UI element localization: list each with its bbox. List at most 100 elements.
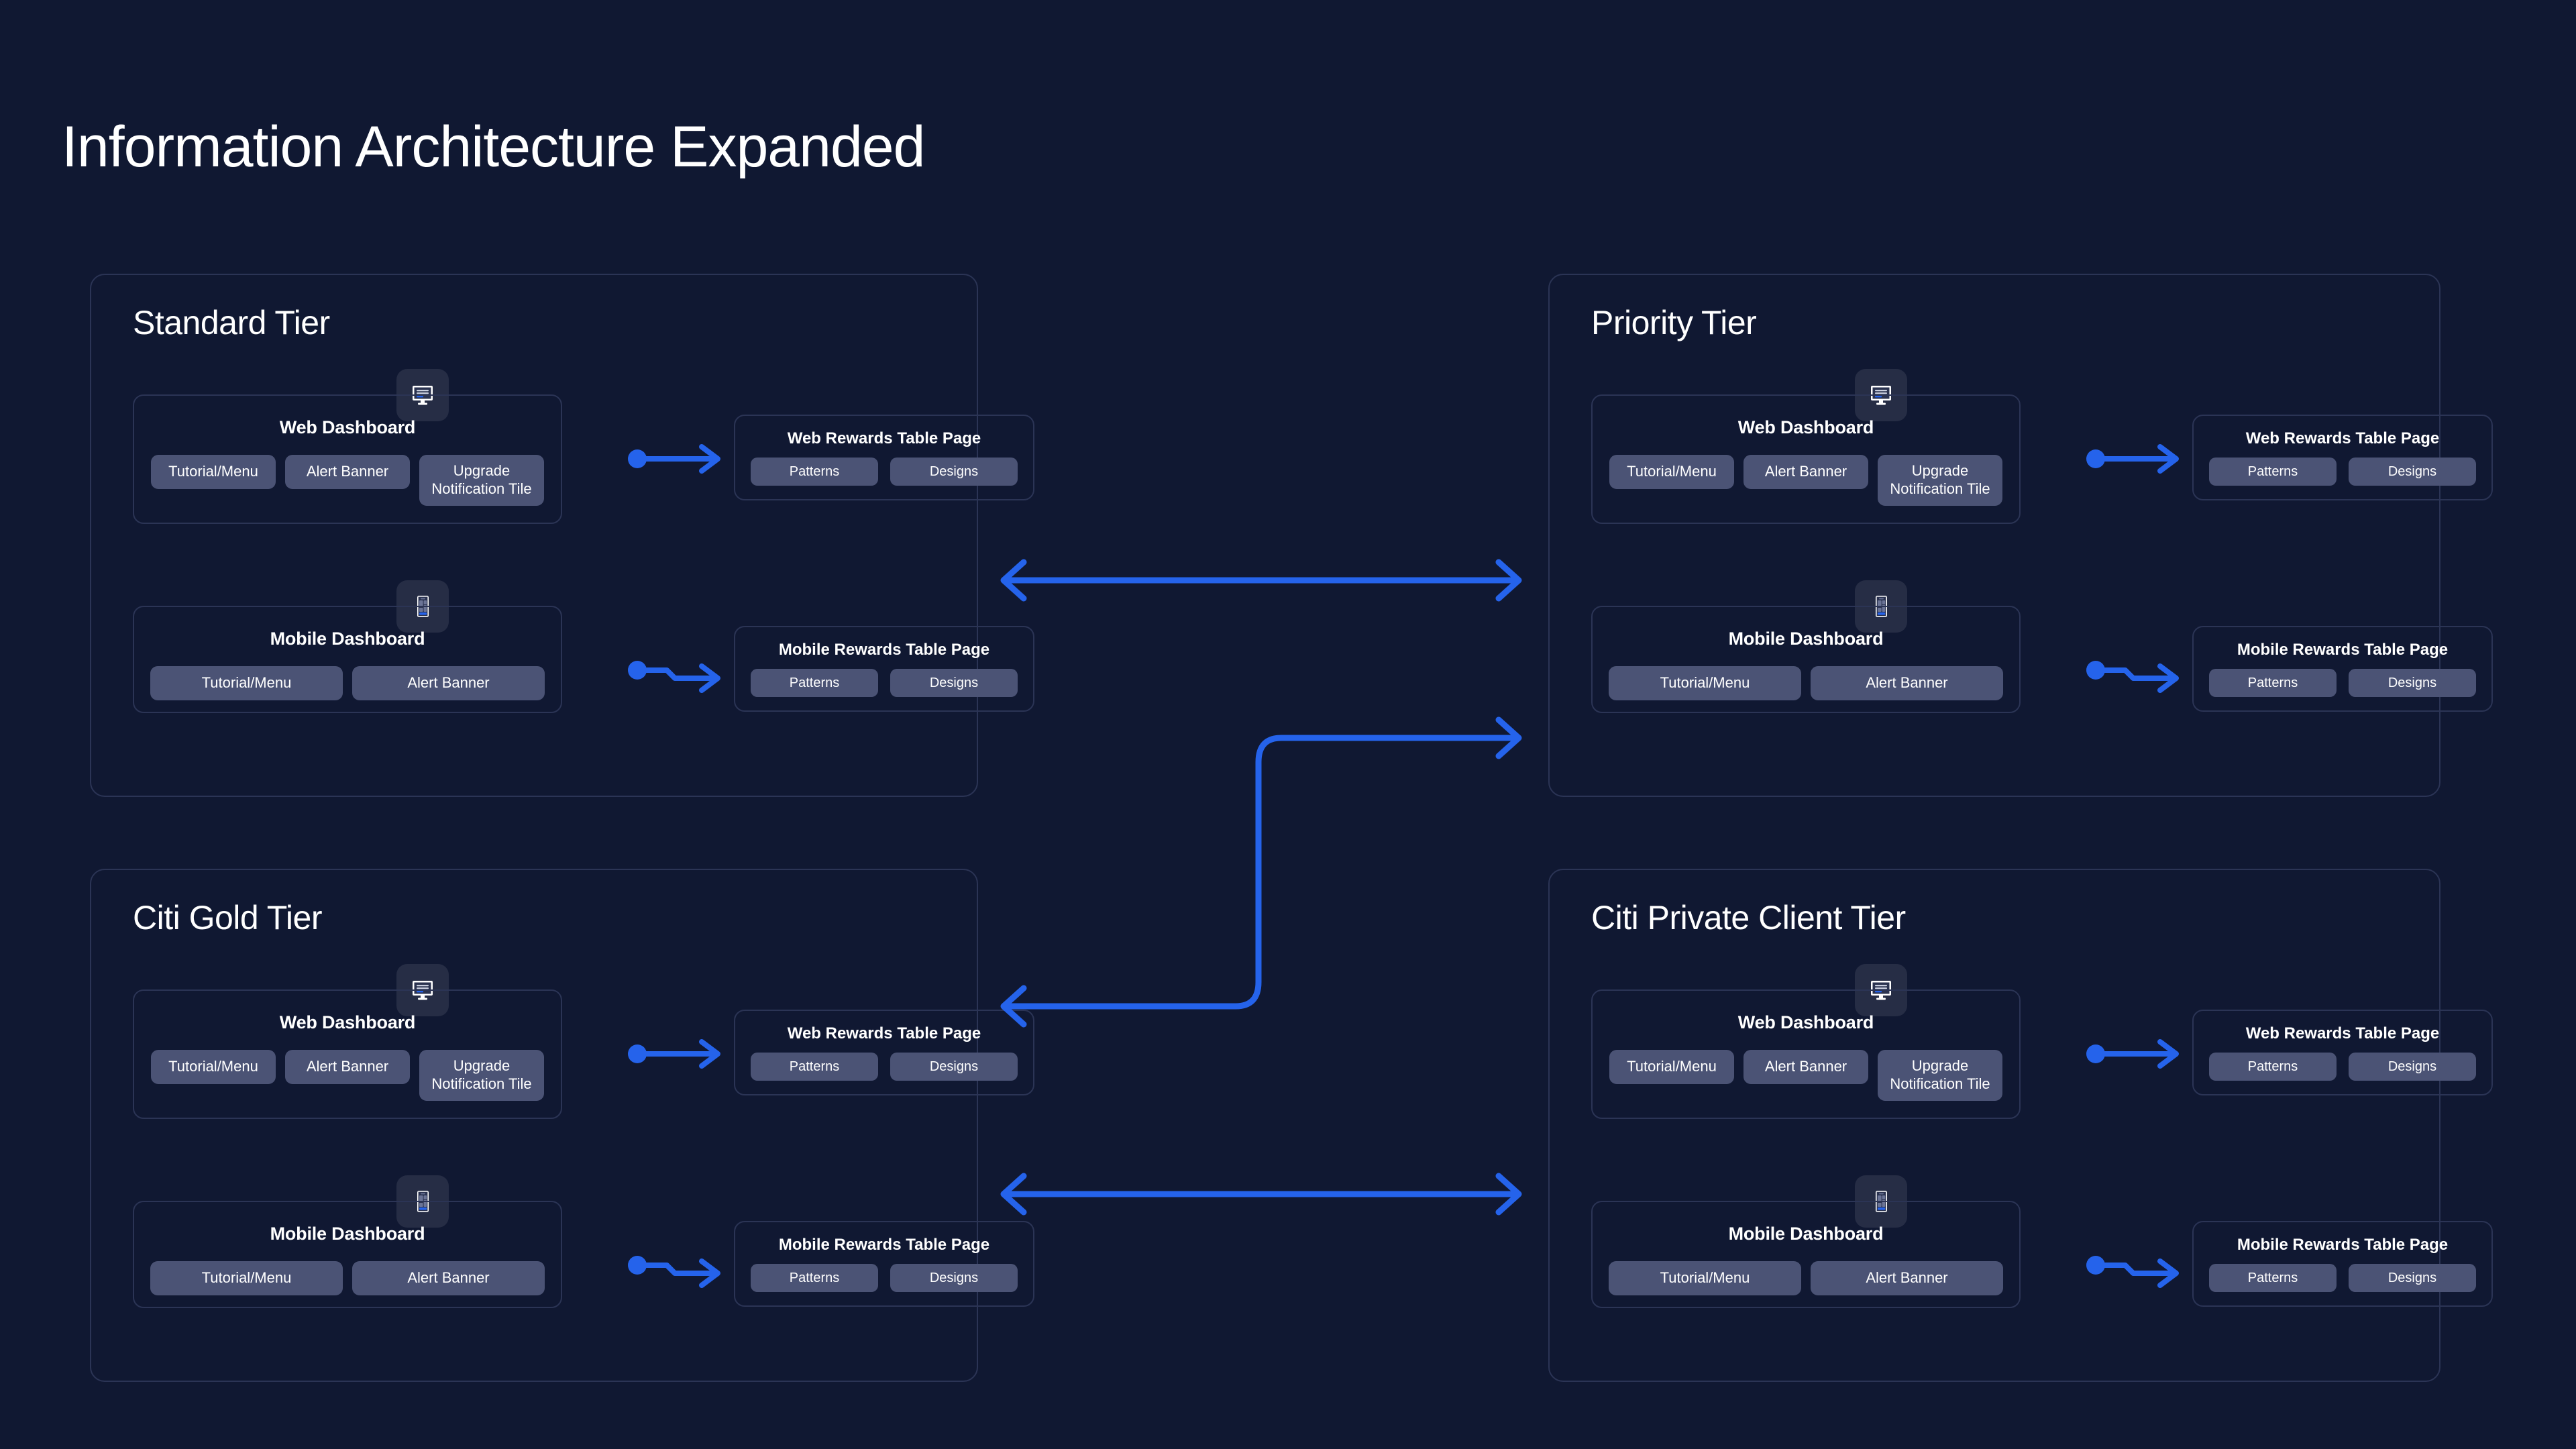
web-flow-arrow (2086, 1027, 2207, 1081)
web-dashboard-card: Web Dashboard Tutorial/Menu Alert Banner… (133, 394, 562, 524)
tier-title: Standard Tier (133, 304, 330, 341)
pill-alert-banner[interactable]: Alert Banner (352, 1261, 545, 1295)
card-heading: Web Dashboard (279, 417, 416, 437)
tier-panel-citi-private-client: Citi Private Client Tier Web Dashboard T… (1548, 869, 2493, 1382)
pill-upgrade-notification-tile[interactable]: Upgrade Notification Tile (1878, 455, 2002, 506)
card-heading: Web Dashboard (1737, 1012, 1874, 1032)
mobile-rewards-card: Mobile Rewards Table Page Patterns Desig… (2192, 626, 2493, 712)
mobile-dashboard-pills: Tutorial/Menu Alert Banner (150, 1261, 545, 1295)
pill-tutorial-menu[interactable]: Tutorial/Menu (150, 666, 343, 700)
pill-designs[interactable]: Designs (890, 1264, 1018, 1293)
pill-alert-banner[interactable]: Alert Banner (285, 1050, 410, 1084)
pill-patterns[interactable]: Patterns (751, 1053, 878, 1081)
pill-tutorial-menu[interactable]: Tutorial/Menu (151, 455, 276, 489)
pill-designs[interactable]: Designs (890, 458, 1018, 486)
pill-patterns[interactable]: Patterns (751, 1264, 878, 1293)
pill-patterns[interactable]: Patterns (2209, 1264, 2337, 1293)
pill-tutorial-menu[interactable]: Tutorial/Menu (1609, 666, 1801, 700)
card-heading: Mobile Dashboard (270, 629, 425, 649)
pill-designs[interactable]: Designs (2349, 1053, 2476, 1081)
web-dashboard-pills: Tutorial/Menu Alert Banner Upgrade Notif… (150, 1050, 545, 1101)
pill-tutorial-menu[interactable]: Tutorial/Menu (1609, 1261, 1801, 1295)
pill-alert-banner[interactable]: Alert Banner (1811, 1261, 2003, 1295)
web-dashboard-card: Web Dashboard Tutorial/Menu Alert Banner… (1591, 394, 2021, 524)
tier-title: Citi Private Client Tier (1591, 899, 1906, 936)
mobile-flow-arrow (2086, 1238, 2207, 1292)
rewards-heading: Web Rewards Table Page (787, 429, 981, 447)
rewards-heading: Mobile Rewards Table Page (778, 1236, 990, 1254)
connector-standard-priority (993, 550, 1529, 610)
web-rewards-card: Web Rewards Table Page Patterns Designs (2192, 415, 2493, 500)
mobile-dashboard-card: Mobile Dashboard Tutorial/Menu Alert Ban… (133, 606, 562, 713)
web-dashboard-pills: Tutorial/Menu Alert Banner Upgrade Notif… (1609, 1050, 2003, 1101)
pill-tutorial-menu[interactable]: Tutorial/Menu (151, 1050, 276, 1084)
tier-panel-citi-gold: Citi Gold Tier Web Dashboard Tutorial/Me… (90, 869, 1034, 1382)
mobile-rewards-pills: Patterns Designs (750, 669, 1018, 698)
mobile-dashboard-pills: Tutorial/Menu Alert Banner (1609, 1261, 2003, 1295)
card-heading: Mobile Dashboard (1728, 629, 1884, 649)
rewards-heading: Web Rewards Table Page (2245, 429, 2440, 447)
pill-alert-banner[interactable]: Alert Banner (285, 455, 410, 489)
web-rewards-pills: Patterns Designs (2208, 458, 2477, 486)
card-heading: Web Dashboard (1737, 417, 1874, 437)
web-dashboard-card: Web Dashboard Tutorial/Menu Alert Banner… (133, 989, 562, 1119)
pill-designs[interactable]: Designs (890, 669, 1018, 698)
rewards-heading: Mobile Rewards Table Page (778, 641, 990, 659)
mobile-dashboard-card: Mobile Dashboard Tutorial/Menu Alert Ban… (1591, 1201, 2021, 1308)
card-heading: Web Dashboard (279, 1012, 416, 1032)
mobile-flow-arrow (628, 643, 749, 697)
web-rewards-pills: Patterns Designs (750, 1053, 1018, 1081)
tier-title: Priority Tier (1591, 304, 1757, 341)
web-rewards-card: Web Rewards Table Page Patterns Designs (2192, 1010, 2493, 1095)
web-rewards-card: Web Rewards Table Page Patterns Designs (734, 1010, 1034, 1095)
web-flow-arrow (628, 432, 749, 486)
mobile-rewards-card: Mobile Rewards Table Page Patterns Desig… (734, 626, 1034, 712)
web-dashboard-pills: Tutorial/Menu Alert Banner Upgrade Notif… (1609, 455, 2003, 506)
mobile-rewards-pills: Patterns Designs (2208, 669, 2477, 698)
pill-alert-banner[interactable]: Alert Banner (352, 666, 545, 700)
pill-alert-banner[interactable]: Alert Banner (1811, 666, 2003, 700)
web-flow-arrow (2086, 432, 2207, 486)
pill-patterns[interactable]: Patterns (2209, 1053, 2337, 1081)
pill-designs[interactable]: Designs (2349, 669, 2476, 698)
mobile-rewards-pills: Patterns Designs (750, 1264, 1018, 1293)
pill-alert-banner[interactable]: Alert Banner (1743, 455, 1868, 489)
tier-panel-priority: Priority Tier Web Dashboard Tutorial/Men… (1548, 274, 2493, 797)
pill-designs[interactable]: Designs (2349, 458, 2476, 486)
rewards-heading: Web Rewards Table Page (787, 1024, 981, 1042)
mobile-rewards-card: Mobile Rewards Table Page Patterns Desig… (734, 1221, 1034, 1307)
pill-patterns[interactable]: Patterns (751, 458, 878, 486)
rewards-heading: Web Rewards Table Page (2245, 1024, 2440, 1042)
mobile-dashboard-pills: Tutorial/Menu Alert Banner (150, 666, 545, 700)
card-heading: Mobile Dashboard (1728, 1224, 1884, 1244)
web-dashboard-card: Web Dashboard Tutorial/Menu Alert Banner… (1591, 989, 2021, 1119)
pill-alert-banner[interactable]: Alert Banner (1743, 1050, 1868, 1084)
tier-panel-standard: Standard Tier Web Dashboard Tutorial/Men… (90, 274, 1034, 797)
web-dashboard-pills: Tutorial/Menu Alert Banner Upgrade Notif… (150, 455, 545, 506)
pill-tutorial-menu[interactable]: Tutorial/Menu (1609, 455, 1734, 489)
mobile-flow-arrow (2086, 643, 2207, 697)
mobile-rewards-pills: Patterns Designs (2208, 1264, 2477, 1293)
rewards-heading: Mobile Rewards Table Page (2237, 641, 2449, 659)
pill-upgrade-notification-tile[interactable]: Upgrade Notification Tile (419, 1050, 544, 1101)
pill-upgrade-notification-tile[interactable]: Upgrade Notification Tile (1878, 1050, 2002, 1101)
web-rewards-pills: Patterns Designs (750, 458, 1018, 486)
web-flow-arrow (628, 1027, 749, 1081)
pill-patterns[interactable]: Patterns (751, 669, 878, 698)
tier-title: Citi Gold Tier (133, 899, 322, 936)
pill-patterns[interactable]: Patterns (2209, 669, 2337, 698)
pill-tutorial-menu[interactable]: Tutorial/Menu (150, 1261, 343, 1295)
mobile-dashboard-card: Mobile Dashboard Tutorial/Menu Alert Ban… (1591, 606, 2021, 713)
web-rewards-pills: Patterns Designs (2208, 1053, 2477, 1081)
pill-designs[interactable]: Designs (2349, 1264, 2476, 1293)
pill-designs[interactable]: Designs (890, 1053, 1018, 1081)
web-rewards-card: Web Rewards Table Page Patterns Designs (734, 415, 1034, 500)
pill-tutorial-menu[interactable]: Tutorial/Menu (1609, 1050, 1734, 1084)
rewards-heading: Mobile Rewards Table Page (2237, 1236, 2449, 1254)
pill-patterns[interactable]: Patterns (2209, 458, 2337, 486)
pill-upgrade-notification-tile[interactable]: Upgrade Notification Tile (419, 455, 544, 506)
mobile-rewards-card: Mobile Rewards Table Page Patterns Desig… (2192, 1221, 2493, 1307)
page-title: Information Architecture Expanded (62, 115, 925, 179)
mobile-dashboard-card: Mobile Dashboard Tutorial/Menu Alert Ban… (133, 1201, 562, 1308)
